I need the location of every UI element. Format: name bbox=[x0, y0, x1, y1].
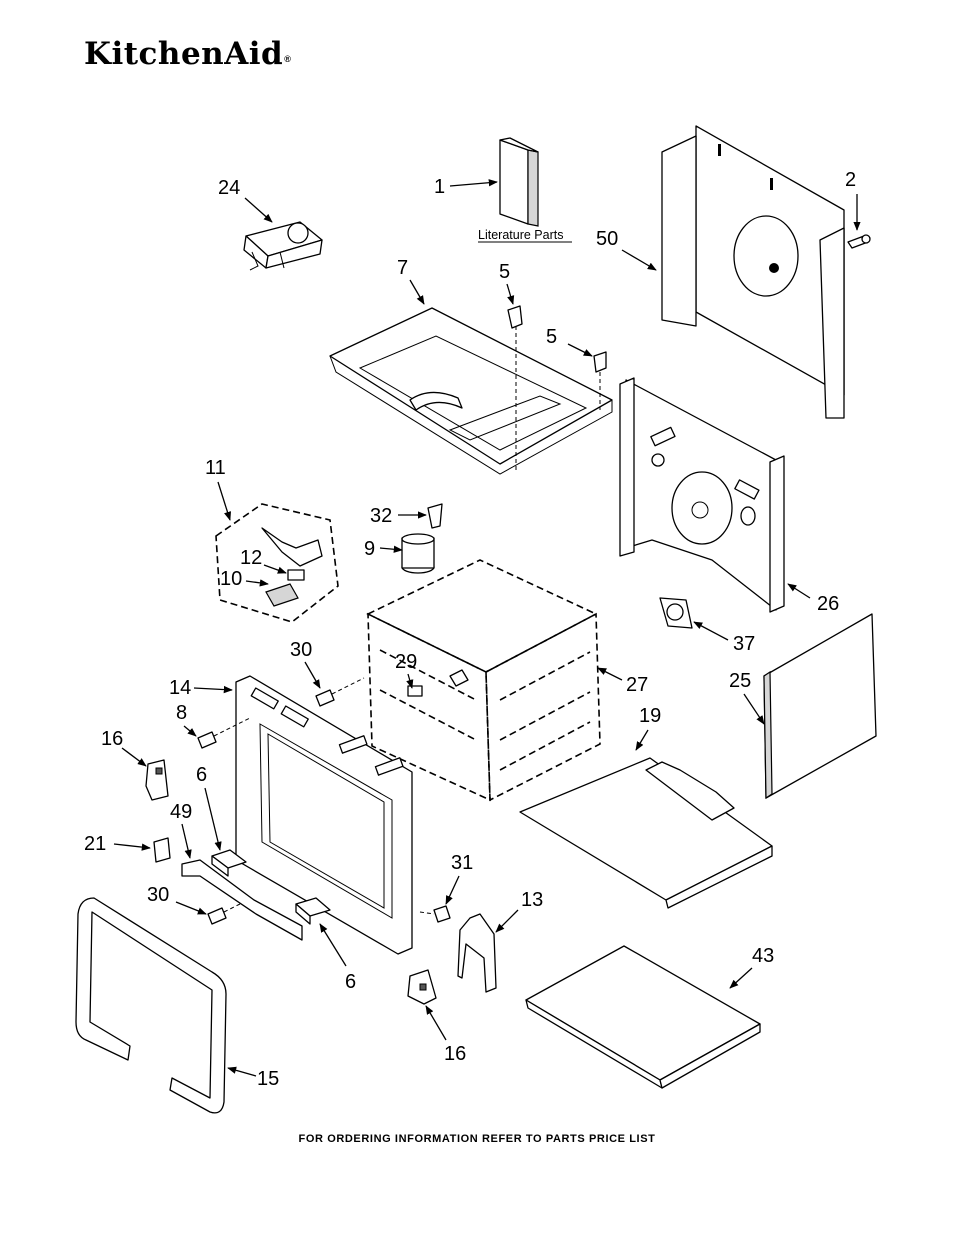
callout-31: 31 bbox=[451, 852, 473, 874]
screw-5-b bbox=[593, 351, 607, 410]
callout-5-a: 5 bbox=[499, 261, 510, 283]
bottom-baffle bbox=[519, 757, 773, 909]
callout-13: 13 bbox=[521, 889, 543, 911]
insulation-strip-b bbox=[295, 897, 331, 925]
callout-30-a: 30 bbox=[290, 639, 312, 661]
bracket-16-b bbox=[407, 969, 437, 1005]
callout-8: 8 bbox=[176, 702, 187, 724]
screw-5-a bbox=[507, 305, 523, 470]
screw-32 bbox=[427, 503, 443, 529]
screw-31 bbox=[419, 905, 451, 923]
literature-parts-label: Literature Parts bbox=[478, 228, 563, 242]
footer-note: FOR ORDERING INFORMATION REFER TO PARTS … bbox=[298, 1133, 656, 1145]
insulation-strip-a bbox=[211, 849, 247, 877]
callout-1: 1 bbox=[434, 176, 445, 198]
callout-11: 11 bbox=[205, 457, 226, 479]
callout-15: 15 bbox=[257, 1068, 279, 1090]
callout-50: 50 bbox=[596, 228, 618, 250]
callout-21: 21 bbox=[84, 833, 106, 855]
callout-16-a: 16 bbox=[101, 728, 123, 750]
callout-6-b: 6 bbox=[345, 971, 356, 993]
leader-arrows bbox=[113, 179, 861, 1077]
vent-cylinder bbox=[401, 533, 435, 574]
screw-30-b bbox=[207, 903, 241, 925]
literature-booklet bbox=[499, 137, 539, 227]
bottom-trim bbox=[181, 859, 303, 941]
top-frame bbox=[329, 307, 613, 475]
callout-9: 9 bbox=[364, 538, 375, 560]
callout-32: 32 bbox=[370, 505, 392, 527]
clip-21 bbox=[153, 837, 171, 863]
callout-25: 25 bbox=[729, 670, 751, 692]
control-assembly bbox=[243, 221, 323, 271]
callout-26: 26 bbox=[817, 593, 839, 615]
callout-2: 2 bbox=[845, 169, 856, 191]
side-trim-panel bbox=[763, 613, 877, 800]
callout-12: 12 bbox=[240, 547, 262, 569]
bottom-tray bbox=[525, 945, 761, 1089]
callout-43: 43 bbox=[752, 945, 774, 967]
side-panel bbox=[619, 377, 785, 613]
callout-10: 10 bbox=[220, 568, 242, 590]
callout-16-b: 16 bbox=[444, 1043, 466, 1065]
rear-panel bbox=[661, 125, 845, 419]
brand-logo: KitchenAid® bbox=[84, 36, 291, 72]
brand-name: KitchenAid bbox=[84, 36, 284, 72]
screw-2 bbox=[847, 234, 871, 249]
callout-19: 19 bbox=[639, 705, 661, 727]
callout-49: 49 bbox=[170, 801, 192, 823]
oven-cavity bbox=[366, 559, 601, 802]
callout-29: 29 bbox=[395, 651, 417, 673]
callout-14: 14 bbox=[169, 677, 191, 699]
callout-6-a: 6 bbox=[196, 764, 207, 786]
callout-24: 24 bbox=[218, 177, 240, 199]
registered-mark: ® bbox=[284, 54, 292, 64]
callout-37: 37 bbox=[733, 633, 755, 655]
light-kit-group bbox=[215, 503, 339, 623]
door-gasket bbox=[75, 897, 227, 1114]
screw-30-a bbox=[315, 677, 365, 707]
callout-27: 27 bbox=[626, 674, 648, 696]
thermostat-bracket bbox=[659, 597, 693, 629]
bracket-13 bbox=[457, 913, 497, 993]
callout-30-b: 30 bbox=[147, 884, 169, 906]
callout-5-b: 5 bbox=[546, 326, 557, 348]
bracket-16-a bbox=[145, 759, 169, 801]
callout-7: 7 bbox=[397, 257, 408, 279]
screw-8 bbox=[197, 717, 251, 749]
